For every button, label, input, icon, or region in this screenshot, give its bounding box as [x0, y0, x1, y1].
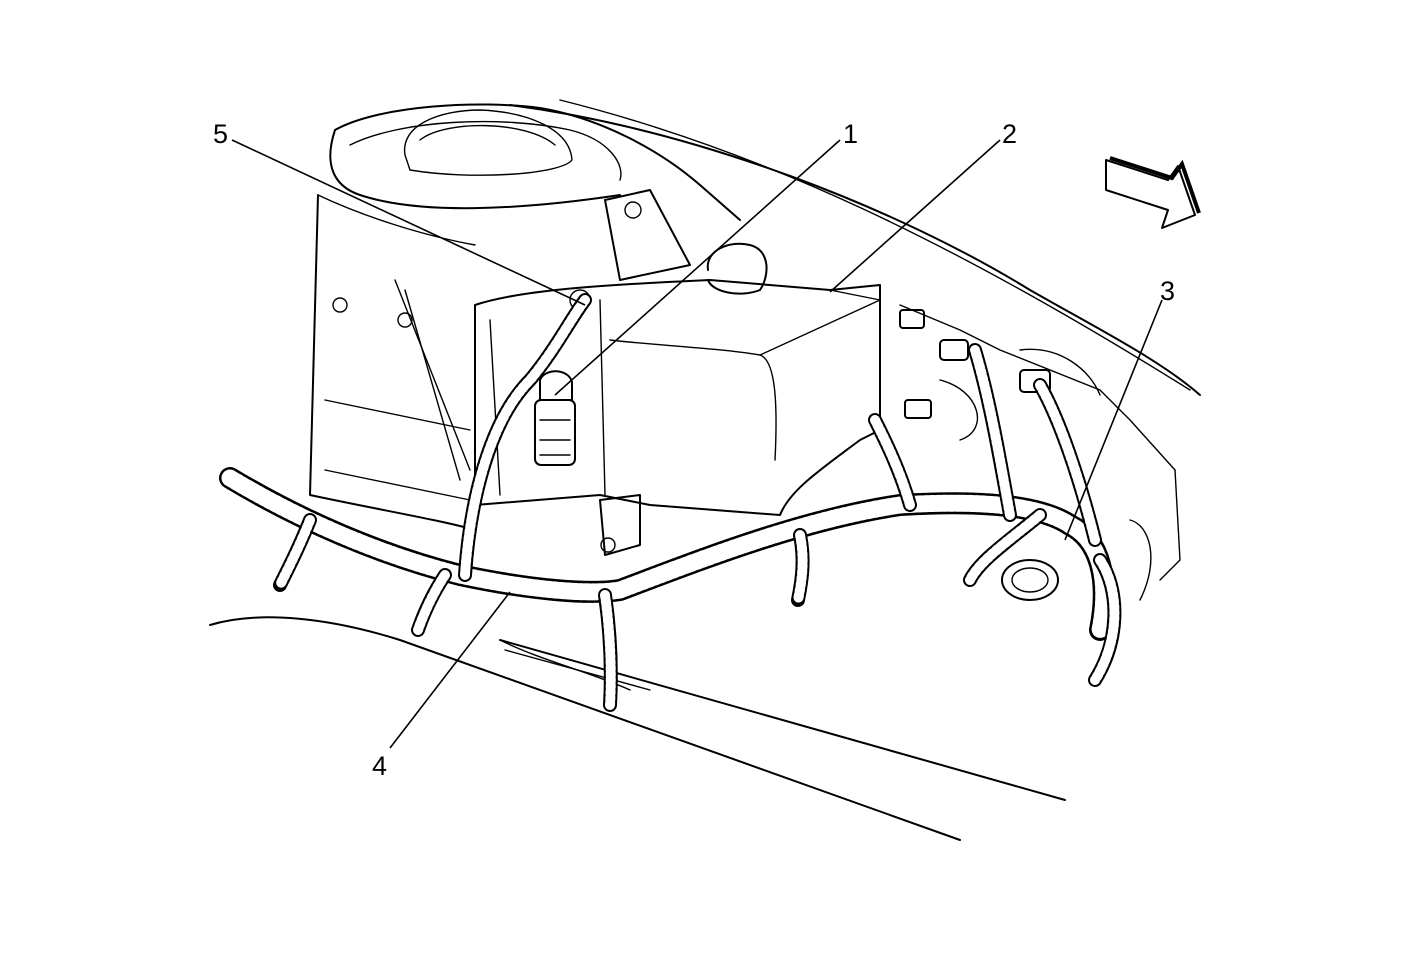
callout-3: 3 — [1160, 276, 1175, 306]
wiring-harness — [219, 293, 1122, 712]
leader-4 — [389, 591, 511, 749]
strut-tower — [309, 103, 741, 531]
callout-1: 1 — [843, 119, 858, 149]
fender-outline — [209, 99, 1201, 841]
callout-5: 5 — [213, 119, 228, 149]
leader-1 — [554, 139, 841, 396]
mounting-bracket-lower — [599, 494, 641, 556]
callout-labels: 1 2 3 4 5 — [213, 119, 1175, 781]
right-side-components — [899, 304, 1181, 601]
mounting-bracket-top — [604, 189, 691, 281]
callout-4: 4 — [372, 751, 387, 781]
callout-2: 2 — [1002, 119, 1017, 149]
leader-5 — [231, 139, 586, 306]
leader-2 — [829, 139, 1001, 293]
front-direction-arrow-icon — [1105, 156, 1201, 229]
leader-3 — [1064, 299, 1163, 541]
callout-leaders — [231, 139, 1163, 749]
